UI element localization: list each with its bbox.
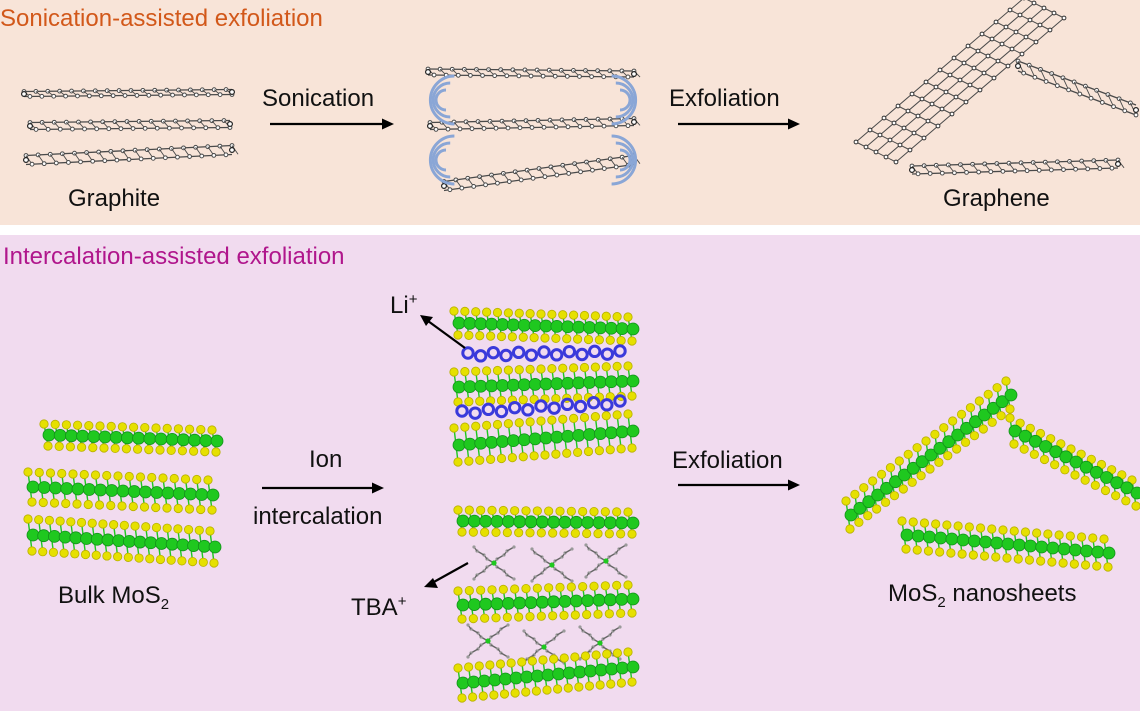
nanosheets-subscript: 2 (937, 593, 946, 611)
graphite-label: Graphite (68, 185, 161, 212)
graphene-sheet-flat (908, 157, 1125, 177)
tba-ion-charge: + (397, 593, 407, 610)
nanosheets-suffix: nanosheets (945, 580, 1077, 607)
wave-upper-left (428, 74, 455, 126)
li-stack-layer-3 (449, 409, 640, 467)
li-ion-row-1 (461, 344, 627, 363)
intercalation-section-title: Intercalation-assisted exfoliation (3, 243, 345, 270)
nanosheets-text: MoS (888, 580, 938, 607)
graphene-sheet-tilted (853, 0, 1067, 165)
ion-label: Ion (309, 446, 343, 473)
sonicated-layer-2 (427, 116, 641, 132)
top-exfoliation-label: Exfoliation (669, 85, 780, 112)
mos2-nanosheets-label: MoS2 nanosheets (888, 580, 1076, 611)
li-ion-row-2 (455, 394, 627, 420)
graphite-stack (21, 87, 239, 167)
tba-ion-2 (530, 547, 574, 583)
li-ion-text: Li (390, 292, 409, 319)
intercalation-panel: Intercalation-assisted exfoliation Bulk … (0, 235, 1140, 711)
sonication-label: Sonication (262, 85, 375, 112)
sonication-arrow (270, 118, 394, 130)
tba-stack-layer-1 (453, 505, 640, 539)
li-ion-charge: + (408, 291, 418, 308)
bulk-mos2-subscript: 2 (160, 595, 170, 613)
graphene-label: Graphene (943, 185, 1050, 212)
sonicated-layers (425, 66, 641, 193)
tba-ion-text: TBA (351, 594, 398, 621)
li-stack-layer-1 (449, 306, 640, 346)
bulk-mos2-stack (23, 419, 224, 568)
bottom-exfoliation-label: Exfoliation (672, 447, 783, 474)
sonication-panel: Sonication-assisted exfoliation Graphite… (0, 0, 1140, 225)
tba-stack-layer-3 (453, 647, 640, 703)
tba-ion-1 (472, 545, 516, 581)
graphite-layer-1 (21, 87, 236, 99)
tba-ion-label: TBA+ (351, 593, 406, 622)
bottom-exfoliation-arrow (678, 479, 800, 491)
bulk-layer-1 (39, 419, 224, 457)
bulk-mos2-text: Bulk MoS (58, 582, 161, 609)
intercalation-panel-background (0, 235, 1140, 711)
wave-lower-left (428, 134, 455, 186)
bulk-layer-2 (23, 467, 220, 515)
nanosheet-tilted (841, 376, 1018, 534)
bulk-layer-3 (23, 514, 222, 568)
top-exfoliation-arrow (678, 118, 800, 130)
mos2-nanosheets (841, 376, 1140, 572)
bulk-mos2-label: Bulk MoS2 (58, 582, 169, 613)
intercalation-label: intercalation (253, 503, 383, 530)
sonication-artwork (0, 0, 1140, 225)
wave-upper-right (611, 74, 638, 126)
graphene-sheets (853, 0, 1139, 177)
sonicated-layer-1 (425, 66, 641, 80)
sonication-section-title: Sonication-assisted exfoliation (0, 5, 323, 32)
graphite-layer-3 (23, 143, 239, 167)
ion-intercalation-arrow (262, 482, 384, 494)
tba-pointer-arrow (424, 562, 469, 588)
graphite-layer-2 (27, 118, 234, 132)
li-intercalated-stack (449, 306, 640, 467)
tba-intercalated-stack (453, 505, 640, 703)
li-ion-label: Li+ (390, 291, 417, 320)
wave-lower-right (611, 134, 638, 186)
tba-ion-3 (584, 543, 628, 579)
tba-stack-layer-2 (453, 580, 640, 624)
tba-ion-4 (466, 623, 510, 659)
li-pointer-arrow (420, 315, 466, 349)
intercalation-artwork (0, 235, 1140, 711)
nanosheet-right (1005, 413, 1140, 511)
nanosheet-flat (897, 516, 1116, 572)
graphene-sheet-right (1014, 58, 1139, 118)
